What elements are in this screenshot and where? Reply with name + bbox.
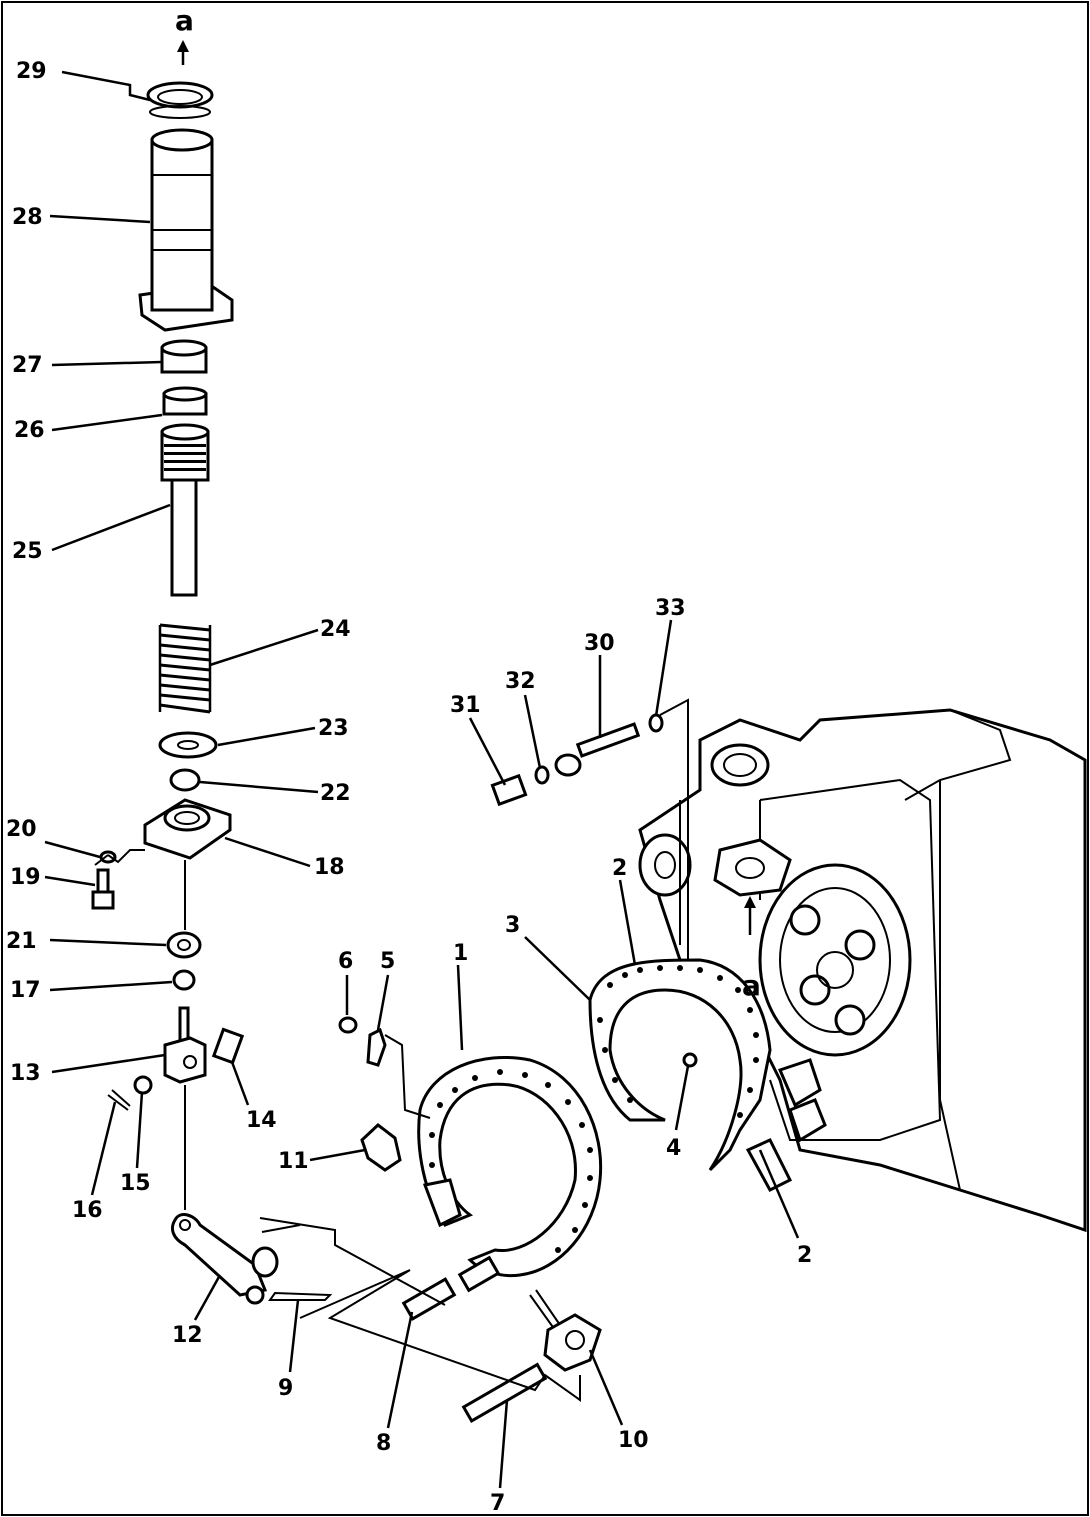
callout-11: 11	[278, 1149, 309, 1174]
cotter-pin-16	[107, 1089, 131, 1111]
seat-22	[169, 768, 201, 792]
ring-17	[172, 969, 196, 991]
callout-19: 19	[10, 865, 41, 890]
callout-14: 14	[246, 1108, 277, 1133]
seal-27	[160, 339, 208, 374]
washer-33	[648, 713, 664, 733]
callout-8: 8	[376, 1431, 391, 1456]
assembly-lines	[94, 40, 756, 1402]
callout-12: 12	[172, 1323, 203, 1348]
callout-5: 5	[380, 949, 395, 974]
callout-6: 6	[338, 949, 353, 974]
transmission-housing	[638, 708, 1087, 1233]
bolt-31	[490, 773, 528, 807]
cylinder-28	[138, 128, 234, 332]
callout-29: 29	[16, 59, 47, 84]
pin-4	[682, 1052, 698, 1068]
clip-5	[366, 1027, 387, 1067]
callout-25: 25	[12, 539, 43, 564]
spring-24	[158, 623, 212, 714]
cover-18	[143, 798, 232, 860]
callout-4: 4	[666, 1136, 681, 1161]
callout-31: 31	[450, 693, 481, 718]
callout-labels: a 29 28 27 26 25 24 23 22 20 18 19 21 17…	[6, 4, 812, 1516]
callout-27: 27	[12, 353, 43, 378]
callout-18: 18	[314, 855, 345, 880]
callout-23: 23	[318, 716, 349, 741]
lock-washer-20	[99, 850, 117, 864]
washer-32	[534, 765, 550, 785]
snap-ring-29	[146, 81, 214, 119]
washer-23	[158, 731, 218, 759]
callout-28: 28	[12, 205, 43, 230]
washer-15	[133, 1075, 153, 1095]
nut-21	[166, 931, 202, 959]
brake-band-outer	[417, 1055, 603, 1278]
callout-ref-a-housing: a	[742, 969, 761, 1002]
lever-12	[171, 1213, 279, 1305]
brake-band-inner	[588, 958, 793, 1192]
callout-3: 3	[505, 913, 520, 938]
callout-33: 33	[655, 596, 686, 621]
callout-15: 15	[120, 1171, 151, 1196]
eye-bolt-10	[529, 1289, 602, 1372]
leader-lines	[44, 70, 800, 1489]
pin-small-near-band	[457, 1255, 501, 1293]
pin-14	[211, 1027, 245, 1065]
nut-6	[338, 1016, 358, 1034]
pin-7	[461, 1362, 548, 1423]
piston-rod-25	[160, 423, 210, 597]
bolt-30	[554, 722, 641, 777]
callout-ref-a-top: a	[175, 4, 194, 37]
callout-13: 13	[10, 1061, 41, 1086]
callout-17: 17	[10, 978, 41, 1003]
adjuster-11	[360, 1123, 402, 1172]
callout-16: 16	[72, 1198, 103, 1223]
callout-2-top: 2	[612, 856, 627, 881]
callout-9: 9	[278, 1376, 293, 1401]
callout-1: 1	[453, 941, 468, 966]
callout-24: 24	[320, 617, 351, 642]
callout-2-right: 2	[797, 1243, 812, 1268]
pin-8	[401, 1277, 457, 1321]
callout-7: 7	[490, 1491, 505, 1516]
callout-26: 26	[14, 418, 45, 443]
cotter-pin-9	[268, 1291, 333, 1301]
callout-32: 32	[505, 669, 536, 694]
callout-30: 30	[584, 631, 615, 656]
ring-26	[162, 386, 208, 416]
callout-10: 10	[618, 1428, 649, 1453]
bolt-19	[91, 868, 115, 910]
callout-20: 20	[6, 817, 37, 842]
block-13	[163, 1006, 207, 1084]
callout-22: 22	[320, 781, 351, 806]
callout-21: 21	[6, 929, 37, 954]
